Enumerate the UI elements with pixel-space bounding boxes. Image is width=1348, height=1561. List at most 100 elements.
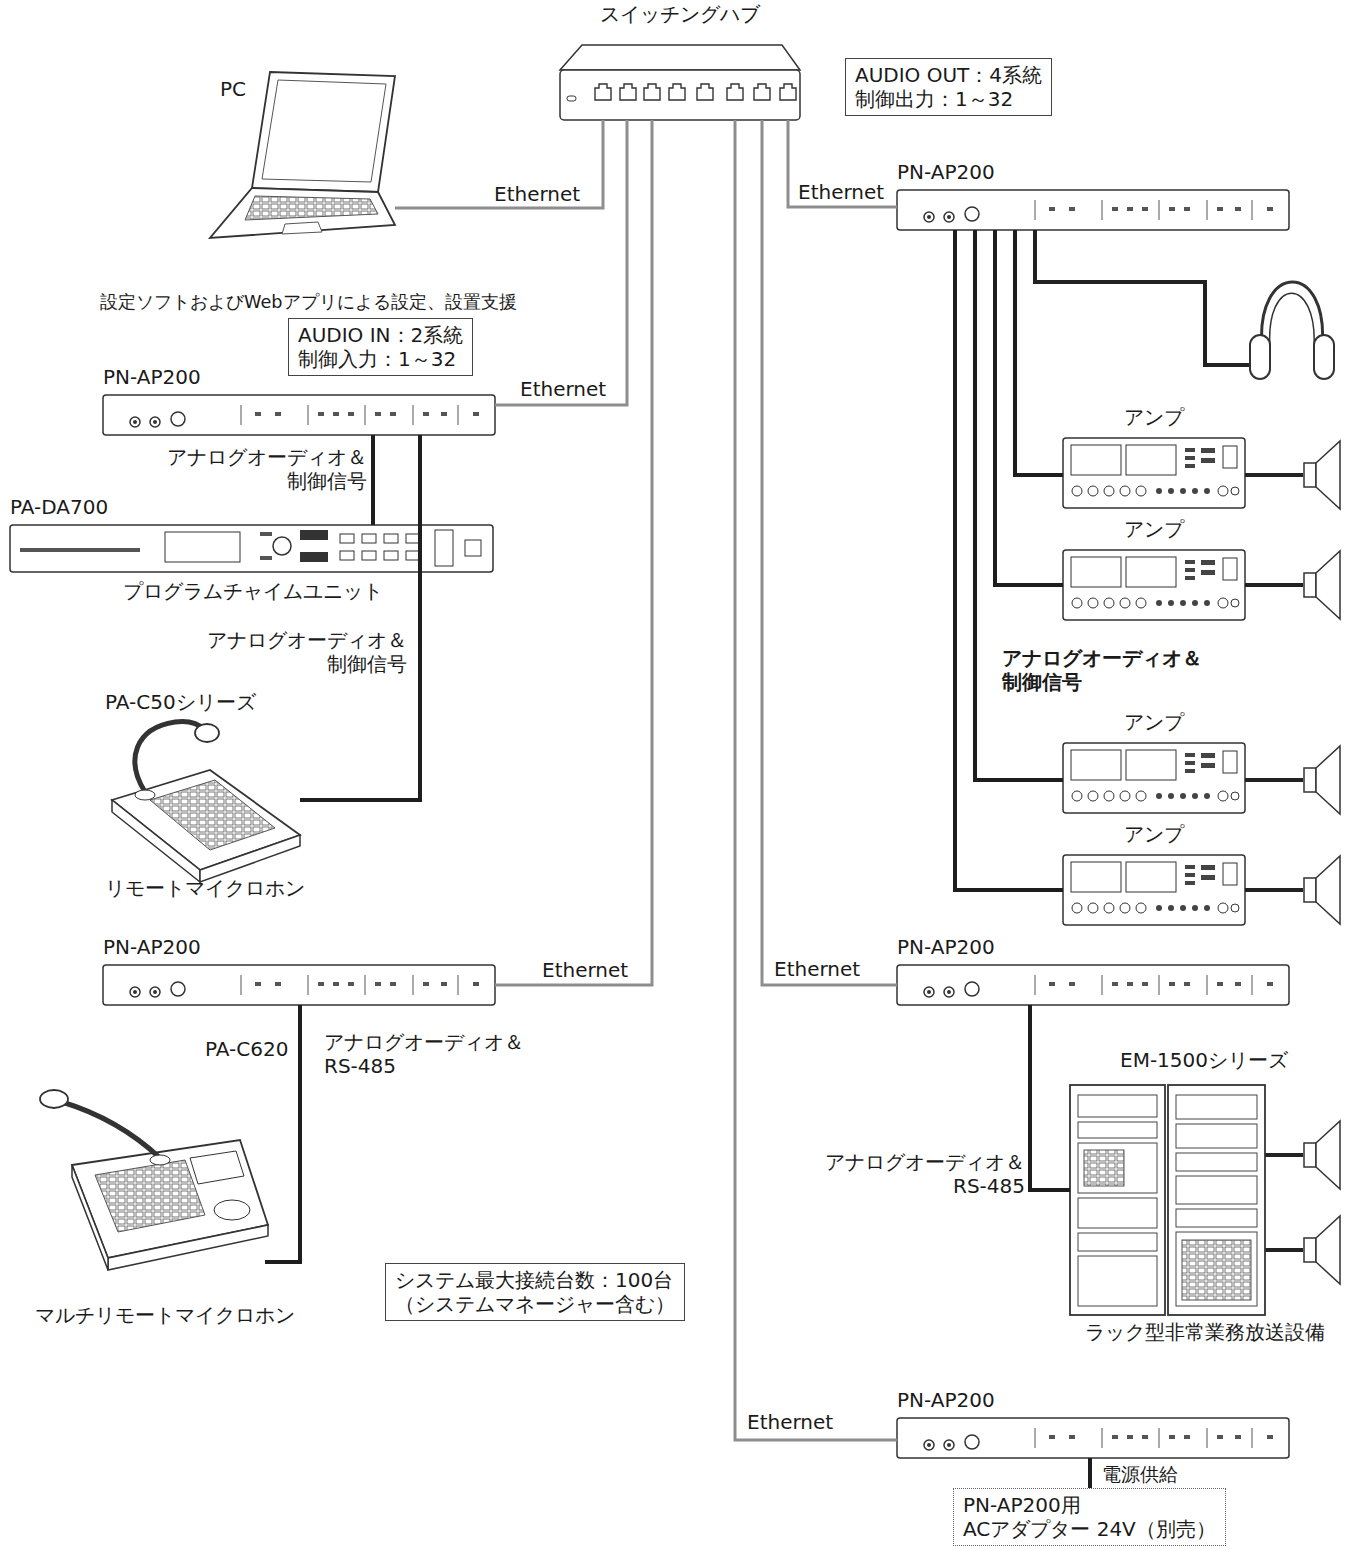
heading-text: PA-C50シリーズ (105, 690, 256, 714)
connector-label: Ethernet (745, 1410, 835, 1434)
rack-cabinet-part (1176, 1209, 1257, 1227)
program-chime-unit-part (362, 534, 376, 543)
system-note: システム最大接続台数：100台（システムマネージャー含む） (385, 1263, 685, 1321)
program-chime-unit-part (384, 534, 398, 543)
laptop-part (245, 196, 378, 220)
caption-text: ラック型非常業務放送設備 (1065, 1320, 1345, 1344)
rack-cabinet-part (1176, 1153, 1257, 1171)
signal-cable (371, 435, 375, 525)
illustrations-part (1063, 743, 1245, 813)
device-body-area (40, 1085, 265, 1270)
program-chime-unit-part (406, 551, 420, 560)
connector-label: Ethernet (518, 377, 608, 401)
connector-label: アナログオーディオ＆ RS-485 (322, 1030, 541, 1078)
speaker-wires-part (1265, 1248, 1303, 1252)
heading-text: PN-AP200 (103, 365, 201, 389)
ethernet-cable (395, 120, 603, 208)
program-chime-unit-part (300, 552, 328, 562)
program-chime-unit-part (300, 530, 328, 540)
switching-hub-part (560, 70, 800, 120)
device-body-area (1063, 743, 1245, 813)
signal-cable (995, 230, 1063, 585)
caption-text: 制御出力：1～32 (855, 87, 1042, 111)
remote-microphone-part (195, 724, 219, 742)
speaker-wires-part (1245, 583, 1303, 587)
ip-audio-unit: PN-AP200 (103, 935, 495, 1005)
illustrations-part (1063, 855, 1245, 925)
remote-microphone: PA-C50シリーズリモートマイクロホン (100, 690, 310, 905)
speaker-wires-part (1265, 1153, 1303, 1157)
connector-label: アナログオーディオ＆ 制御信号 (1000, 646, 1219, 694)
rack-cabinet-part (1078, 1233, 1157, 1251)
heading-text: スイッチングハブ (555, 2, 805, 26)
program-chime-unit-part (384, 551, 398, 560)
illustrations-part (1063, 550, 1245, 620)
program-chime-unit-part (273, 537, 291, 555)
multi-remote-microphone: PA-C620マルチリモートマイクロホン (30, 1035, 300, 1335)
rack-cabinet-part (1176, 1232, 1257, 1306)
illustrations-part (1304, 551, 1340, 619)
remote-microphone-part (135, 790, 155, 800)
connector-label: アナログオーディオ＆ 制御信号 (150, 445, 369, 493)
heading-text: PA-DA700 (10, 495, 108, 519)
illustrations-part (897, 190, 1289, 230)
signal-cable (975, 230, 1063, 780)
headphones-part (1270, 293, 1315, 348)
speaker-wires-part (1245, 473, 1303, 477)
heading-text: AUDIO OUT：4系統 (855, 63, 1042, 87)
rack-cabinet-part (1078, 1256, 1157, 1306)
rack-cabinet-part (1182, 1240, 1251, 1300)
program-chime-unit-part (340, 551, 354, 560)
laptop-part (262, 80, 386, 182)
device-body-area (897, 190, 1289, 230)
multi-remote-microphone-part (95, 1160, 205, 1232)
illustrations-part (1304, 1216, 1340, 1284)
switching-hub-part (567, 96, 576, 101)
multi-remote-microphone (40, 1090, 268, 1270)
multi-remote-microphone-part (150, 1155, 170, 1165)
heading-text: PN-AP200用 (963, 1493, 1216, 1517)
speaker-wires-part (1245, 778, 1303, 782)
spec-note: AUDIO IN：2系統制御入力：1～32 (288, 318, 473, 376)
multi-remote-microphone-part (214, 1200, 250, 1220)
signal-cable (1030, 1005, 1070, 1190)
rack-cabinet-part (1176, 1095, 1257, 1119)
program-chime-unit: PA-DA700プログラムチャイムユニット (10, 495, 495, 607)
ip-audio-unit: PN-AP200 (897, 1388, 1289, 1458)
caption-text: 設定ソフトおよびWebアプリによる設定、設置支援 (100, 290, 510, 314)
headphones (1035, 230, 1334, 379)
heading-text: PN-AP200 (897, 1388, 995, 1412)
illustrations-part (897, 1418, 1289, 1458)
power-note: PN-AP200用ACアダプター 24V（別売） (953, 1488, 1226, 1546)
headphones-part (1035, 230, 1250, 365)
illustrations-part (1304, 746, 1340, 814)
headphones-part (1262, 282, 1323, 348)
ip-audio-unit: PN-AP200 (897, 160, 1289, 230)
laptop-part (282, 222, 322, 234)
program-chime-unit-part (406, 534, 420, 543)
laptop (210, 72, 395, 238)
heading-text: アンプ (1063, 822, 1245, 846)
heading-text: アンプ (1063, 710, 1245, 734)
device-body-area (103, 965, 495, 1005)
signal-cable (1015, 230, 1063, 475)
amplifier: アンプ (1063, 517, 1248, 622)
device-body-area (10, 525, 493, 572)
caption-text: ACアダプター 24V（別売） (963, 1517, 1216, 1541)
rack-cabinet-part (1176, 1176, 1257, 1204)
heading-text: システム最大接続台数：100台 (395, 1268, 675, 1292)
rack-cabinet-part (1168, 1085, 1265, 1315)
amplifier: アンプ (1063, 822, 1248, 927)
device-body-area (560, 70, 800, 120)
rack-cabinet-part (1078, 1198, 1157, 1228)
switching-hub: スイッチングハブ (555, 0, 805, 125)
switching-hub-part (595, 84, 796, 100)
connector-label: Ethernet (492, 182, 582, 206)
connector-label: 電源供給 (1100, 1462, 1180, 1486)
spec-note: AUDIO OUT：4系統制御出力：1～32 (845, 58, 1052, 116)
rack-cabinet-part (1078, 1122, 1157, 1138)
illustrations-part (103, 965, 495, 1005)
device-body-area (1063, 550, 1245, 620)
program-chime-unit-part (362, 551, 376, 560)
ethernet-cable (495, 120, 627, 405)
